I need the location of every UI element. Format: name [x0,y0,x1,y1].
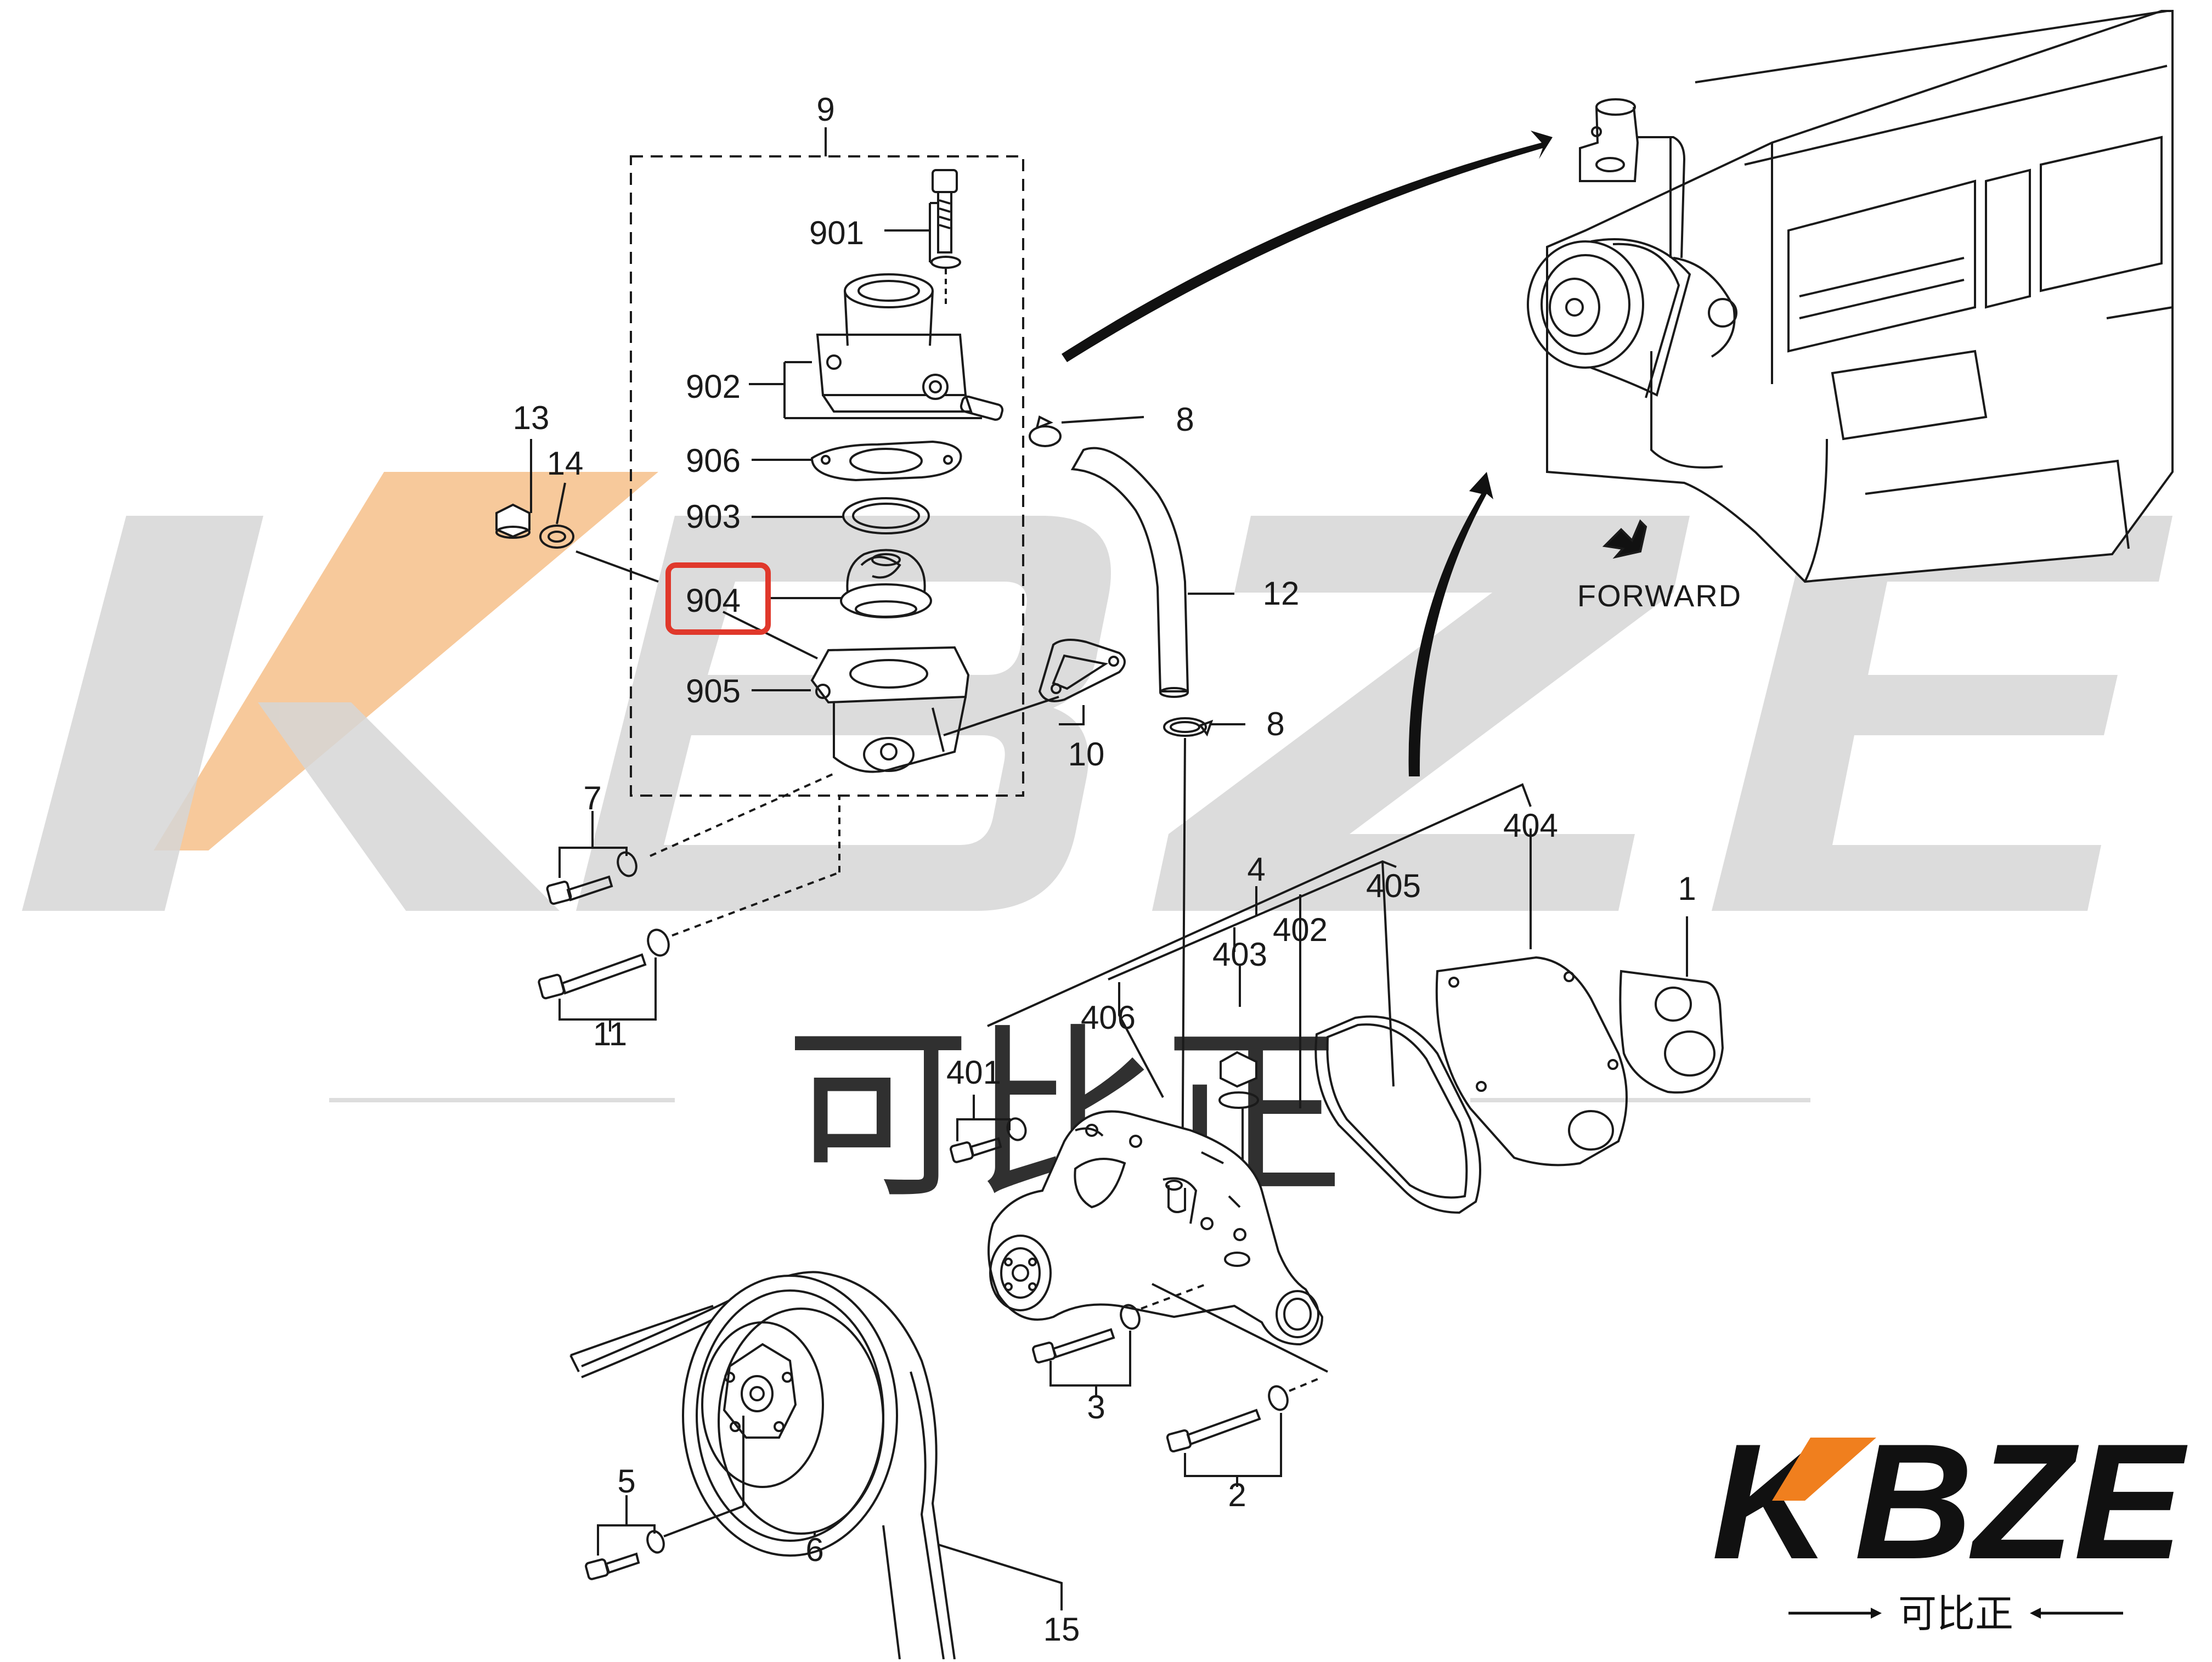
label-902: 902 [686,368,741,405]
arrow-to-engine-upper [1062,131,1553,362]
group-9-dashed-box [630,155,1024,797]
bolt-901 [930,169,961,269]
label-905: 905 [686,673,741,709]
label-4: 4 [1247,851,1265,888]
thermostat-904 [840,549,932,618]
label-406: 406 [1081,999,1136,1036]
bolt-2 [1166,1385,1289,1453]
gasket-405 [1314,1015,1481,1214]
label-401: 401 [946,1054,1001,1091]
watermark-letter-e [1712,516,2172,911]
brand-logo: K BZE 可比正 [1712,1409,2190,1636]
label-906: 906 [686,442,741,479]
label-10: 10 [1068,736,1105,773]
logo-letters-bze: BZE [1854,1409,2190,1593]
label-14: 14 [547,445,584,482]
water-pump-body [988,1110,1324,1346]
label-1: 1 [1678,870,1696,907]
label-7: 7 [583,780,601,816]
label-15: 15 [1043,1611,1080,1648]
hose-clamp-8-upper [1029,415,1062,447]
label-12: 12 [1263,575,1300,612]
engine-thermostat-mini [1579,98,1686,258]
plug-13 [495,503,531,539]
label-403: 403 [1212,936,1267,973]
hose-assembly [1029,415,1245,1197]
label-404: 404 [1503,807,1558,844]
plug-403 [1218,1051,1259,1109]
label-8-upper: 8 [1176,401,1194,438]
hose-clamp-8-lower [1163,717,1214,737]
bolt-11 [538,928,670,1000]
logo-chinese: 可比正 [1898,1591,2013,1636]
label-13: 13 [513,399,550,436]
label-2: 2 [1228,1477,1246,1513]
forward-arrow-icon [1602,519,1647,559]
label-group-9: 9 [816,91,834,128]
plate-1 [1619,970,1724,1094]
engine-pulley-mini [1527,238,1737,398]
gasket-906 [810,440,962,482]
watermark-letter-k [22,516,560,911]
direction-arrows [1062,131,1553,776]
logo-orange-accent [1772,1438,1876,1501]
left-fasteners [495,439,1126,1032]
label-901: 901 [809,215,864,251]
thermostat-body-905 [810,646,970,773]
bolt-7 [546,851,637,905]
label-903: 903 [686,498,741,535]
watermark-orange-wedge [154,472,658,850]
label-8-lower: 8 [1266,706,1284,742]
callout-labels: 9 901 902 906 903 904 905 13 14 8 12 8 1… [513,91,1742,1648]
label-402: 402 [1273,911,1328,948]
label-5: 5 [617,1463,635,1500]
engine-block-illustration [1527,10,2174,583]
thermostat-assembly [575,127,1024,797]
watermark-letter-b [576,516,1111,911]
label-405: 405 [1366,867,1421,904]
label-3: 3 [1087,1389,1105,1426]
watermark: 可比正 [22,472,2172,1224]
gasket-404 [1435,956,1628,1167]
label-forward: FORWARD [1577,578,1742,613]
label-11: 11 [593,1016,627,1052]
water-pump-assembly [950,783,1724,1487]
bolt-401 [950,1117,1027,1163]
label-904: 904 [686,582,741,619]
thermostat-housing-902 [816,273,1004,421]
bolt-3 [1032,1304,1141,1364]
washer-14 [539,525,574,549]
label-6: 6 [805,1531,823,1568]
highlight-box-904 [665,562,771,635]
logo-letter-k: K [1712,1409,1843,1593]
pulley-6 [682,1275,898,1557]
bolt-5 [585,1530,665,1580]
pulley-belt-assembly [569,1271,1063,1660]
arrow-to-engine-lower [1408,472,1493,776]
gasket-10 [1038,639,1126,702]
